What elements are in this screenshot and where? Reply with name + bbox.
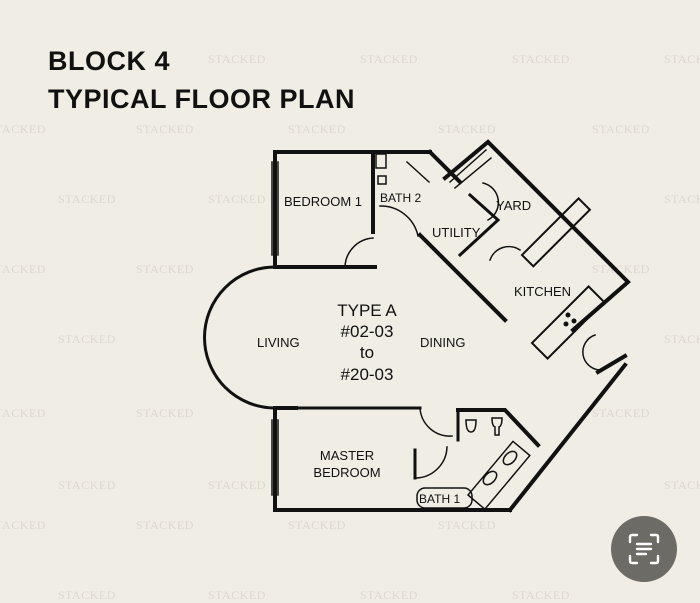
watermark: STACKED [208, 478, 266, 492]
watermark: STACKED [136, 262, 194, 276]
text-scan-icon [628, 533, 660, 565]
watermark: STACKED [512, 52, 570, 66]
unit-to-label: #20-03 [341, 365, 394, 384]
kitchen-label: KITCHEN [514, 284, 571, 299]
watermark: STACKED [208, 588, 266, 602]
bedroom1-label: BEDROOM 1 [284, 194, 362, 209]
watermark: STACKED [592, 122, 650, 136]
text-scan-button[interactable] [611, 516, 677, 582]
watermark: STACKED [664, 192, 700, 206]
watermark: STACKED [288, 518, 346, 532]
watermark: STACKED [664, 52, 700, 66]
watermark: STACKED [664, 332, 700, 346]
watermark: STACKED [136, 122, 194, 136]
watermark: STACKED [664, 478, 700, 492]
watermark: STACKED [360, 52, 418, 66]
unit-type-label: TYPE A [337, 301, 397, 320]
watermark: STACKED [0, 122, 46, 136]
watermark: STACKED [0, 262, 46, 276]
watermark: STACKED [58, 192, 116, 206]
watermark: STACKED [592, 406, 650, 420]
living-curve-wall [203, 265, 292, 410]
master-label-1: MASTER [320, 448, 374, 463]
bath2-label: BATH 2 [380, 191, 421, 205]
door-swing [344, 237, 374, 268]
master-walls [273, 406, 512, 512]
watermark: STACKED [360, 588, 418, 602]
watermark: STACKED [0, 406, 46, 420]
yard-label: YARD [496, 198, 531, 213]
watermark: STACKED [438, 122, 496, 136]
bathtub [416, 487, 473, 509]
master-label-2: BEDROOM [313, 465, 380, 480]
watermark: STACKED [512, 588, 570, 602]
watermark: STACKED [136, 406, 194, 420]
watermark: STACKED [592, 262, 650, 276]
watermark: STACKED [58, 332, 116, 346]
watermark: STACKED [58, 588, 116, 602]
unit-from-label: #02-03 [341, 322, 394, 341]
unit-to-word: to [360, 343, 374, 362]
bedroom1-walls [273, 150, 432, 269]
watermark: STACKED [208, 192, 266, 206]
watermark: STACKED [208, 52, 266, 66]
bath1-label: BATH 1 [419, 492, 460, 506]
living-label: LIVING [257, 335, 300, 350]
dining-label: DINING [420, 335, 466, 350]
utility-label: UTILITY [432, 225, 481, 240]
plan-title: TYPICAL FLOOR PLAN [48, 84, 356, 114]
watermark: STACKED [58, 478, 116, 492]
watermark: STACKED [136, 518, 194, 532]
sink-fixture [375, 153, 387, 169]
watermark: STACKED [0, 518, 46, 532]
watermark: STACKED [438, 518, 496, 532]
watermark: STACKED [288, 122, 346, 136]
block-title: BLOCK 4 [48, 46, 171, 76]
